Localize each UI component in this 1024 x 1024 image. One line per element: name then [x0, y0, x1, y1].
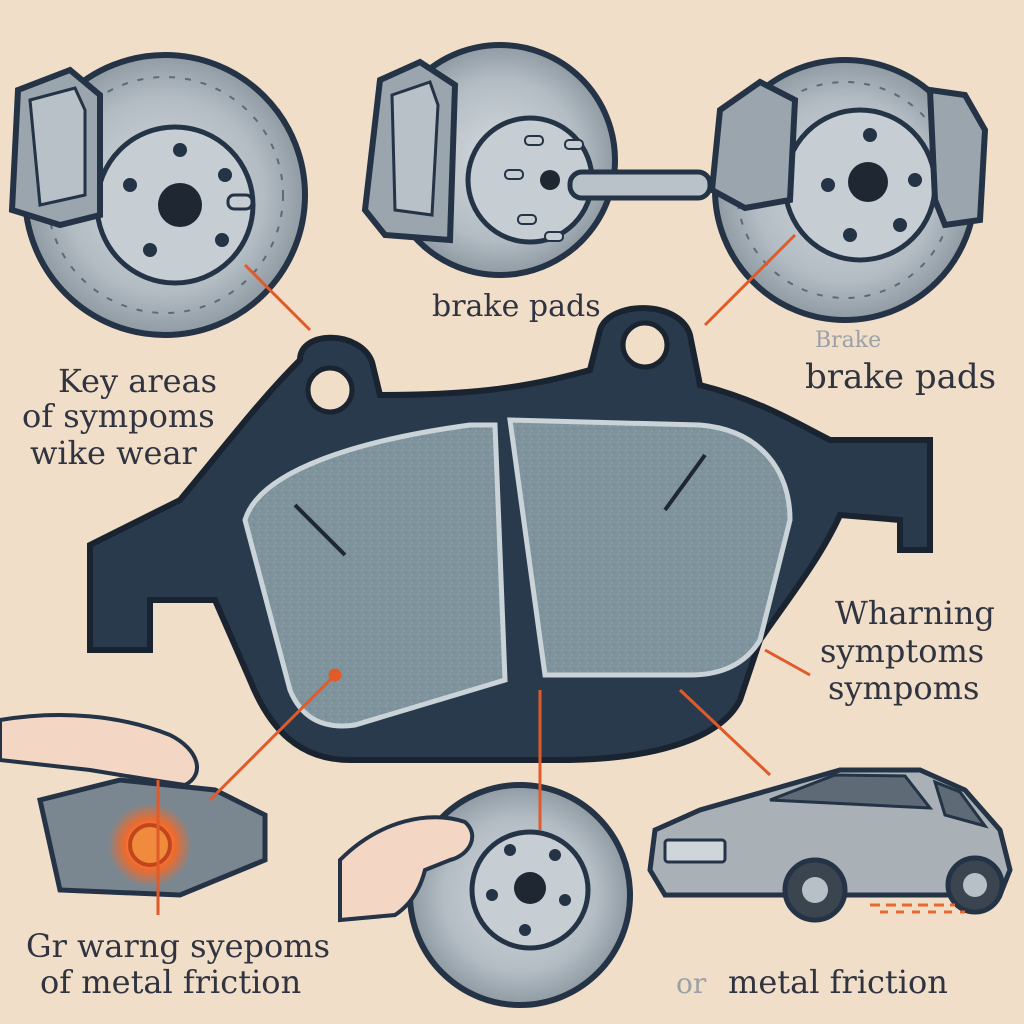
car-bottom-right [647, 767, 1013, 923]
label-key-areas-line1: Key areas [58, 362, 218, 400]
hand-rotor-bottom-middle [338, 782, 633, 1008]
label-warning-line2: symptoms [820, 632, 985, 670]
label-bottom-left-line1: Gr warng syepoms [26, 927, 331, 965]
label-brake-pads-top: brake pads [432, 289, 601, 324]
label-key-areas-line3: wike wear [30, 434, 197, 472]
rotor-top-middle [361, 42, 713, 278]
rotor-top-right [708, 57, 989, 323]
hand-caliper-bottom-left [0, 713, 268, 898]
brake-pad [87, 305, 933, 763]
label-brake-faint-right: Brake [815, 328, 882, 353]
label-warning-line3: sympoms [828, 669, 980, 707]
pointer-lines [156, 233, 811, 915]
rotor-top-left [8, 52, 308, 338]
label-bottom-left-line2: of metal friction [40, 963, 302, 1001]
label-bottom-right-faint: or [676, 967, 707, 1000]
label-key-areas-line2: of sympoms [22, 397, 215, 435]
label-brake-pads-right: brake pads [805, 357, 997, 397]
label-warning-line1: Wharning [835, 594, 995, 632]
label-bottom-right-metal-friction: metal friction [728, 963, 948, 1001]
